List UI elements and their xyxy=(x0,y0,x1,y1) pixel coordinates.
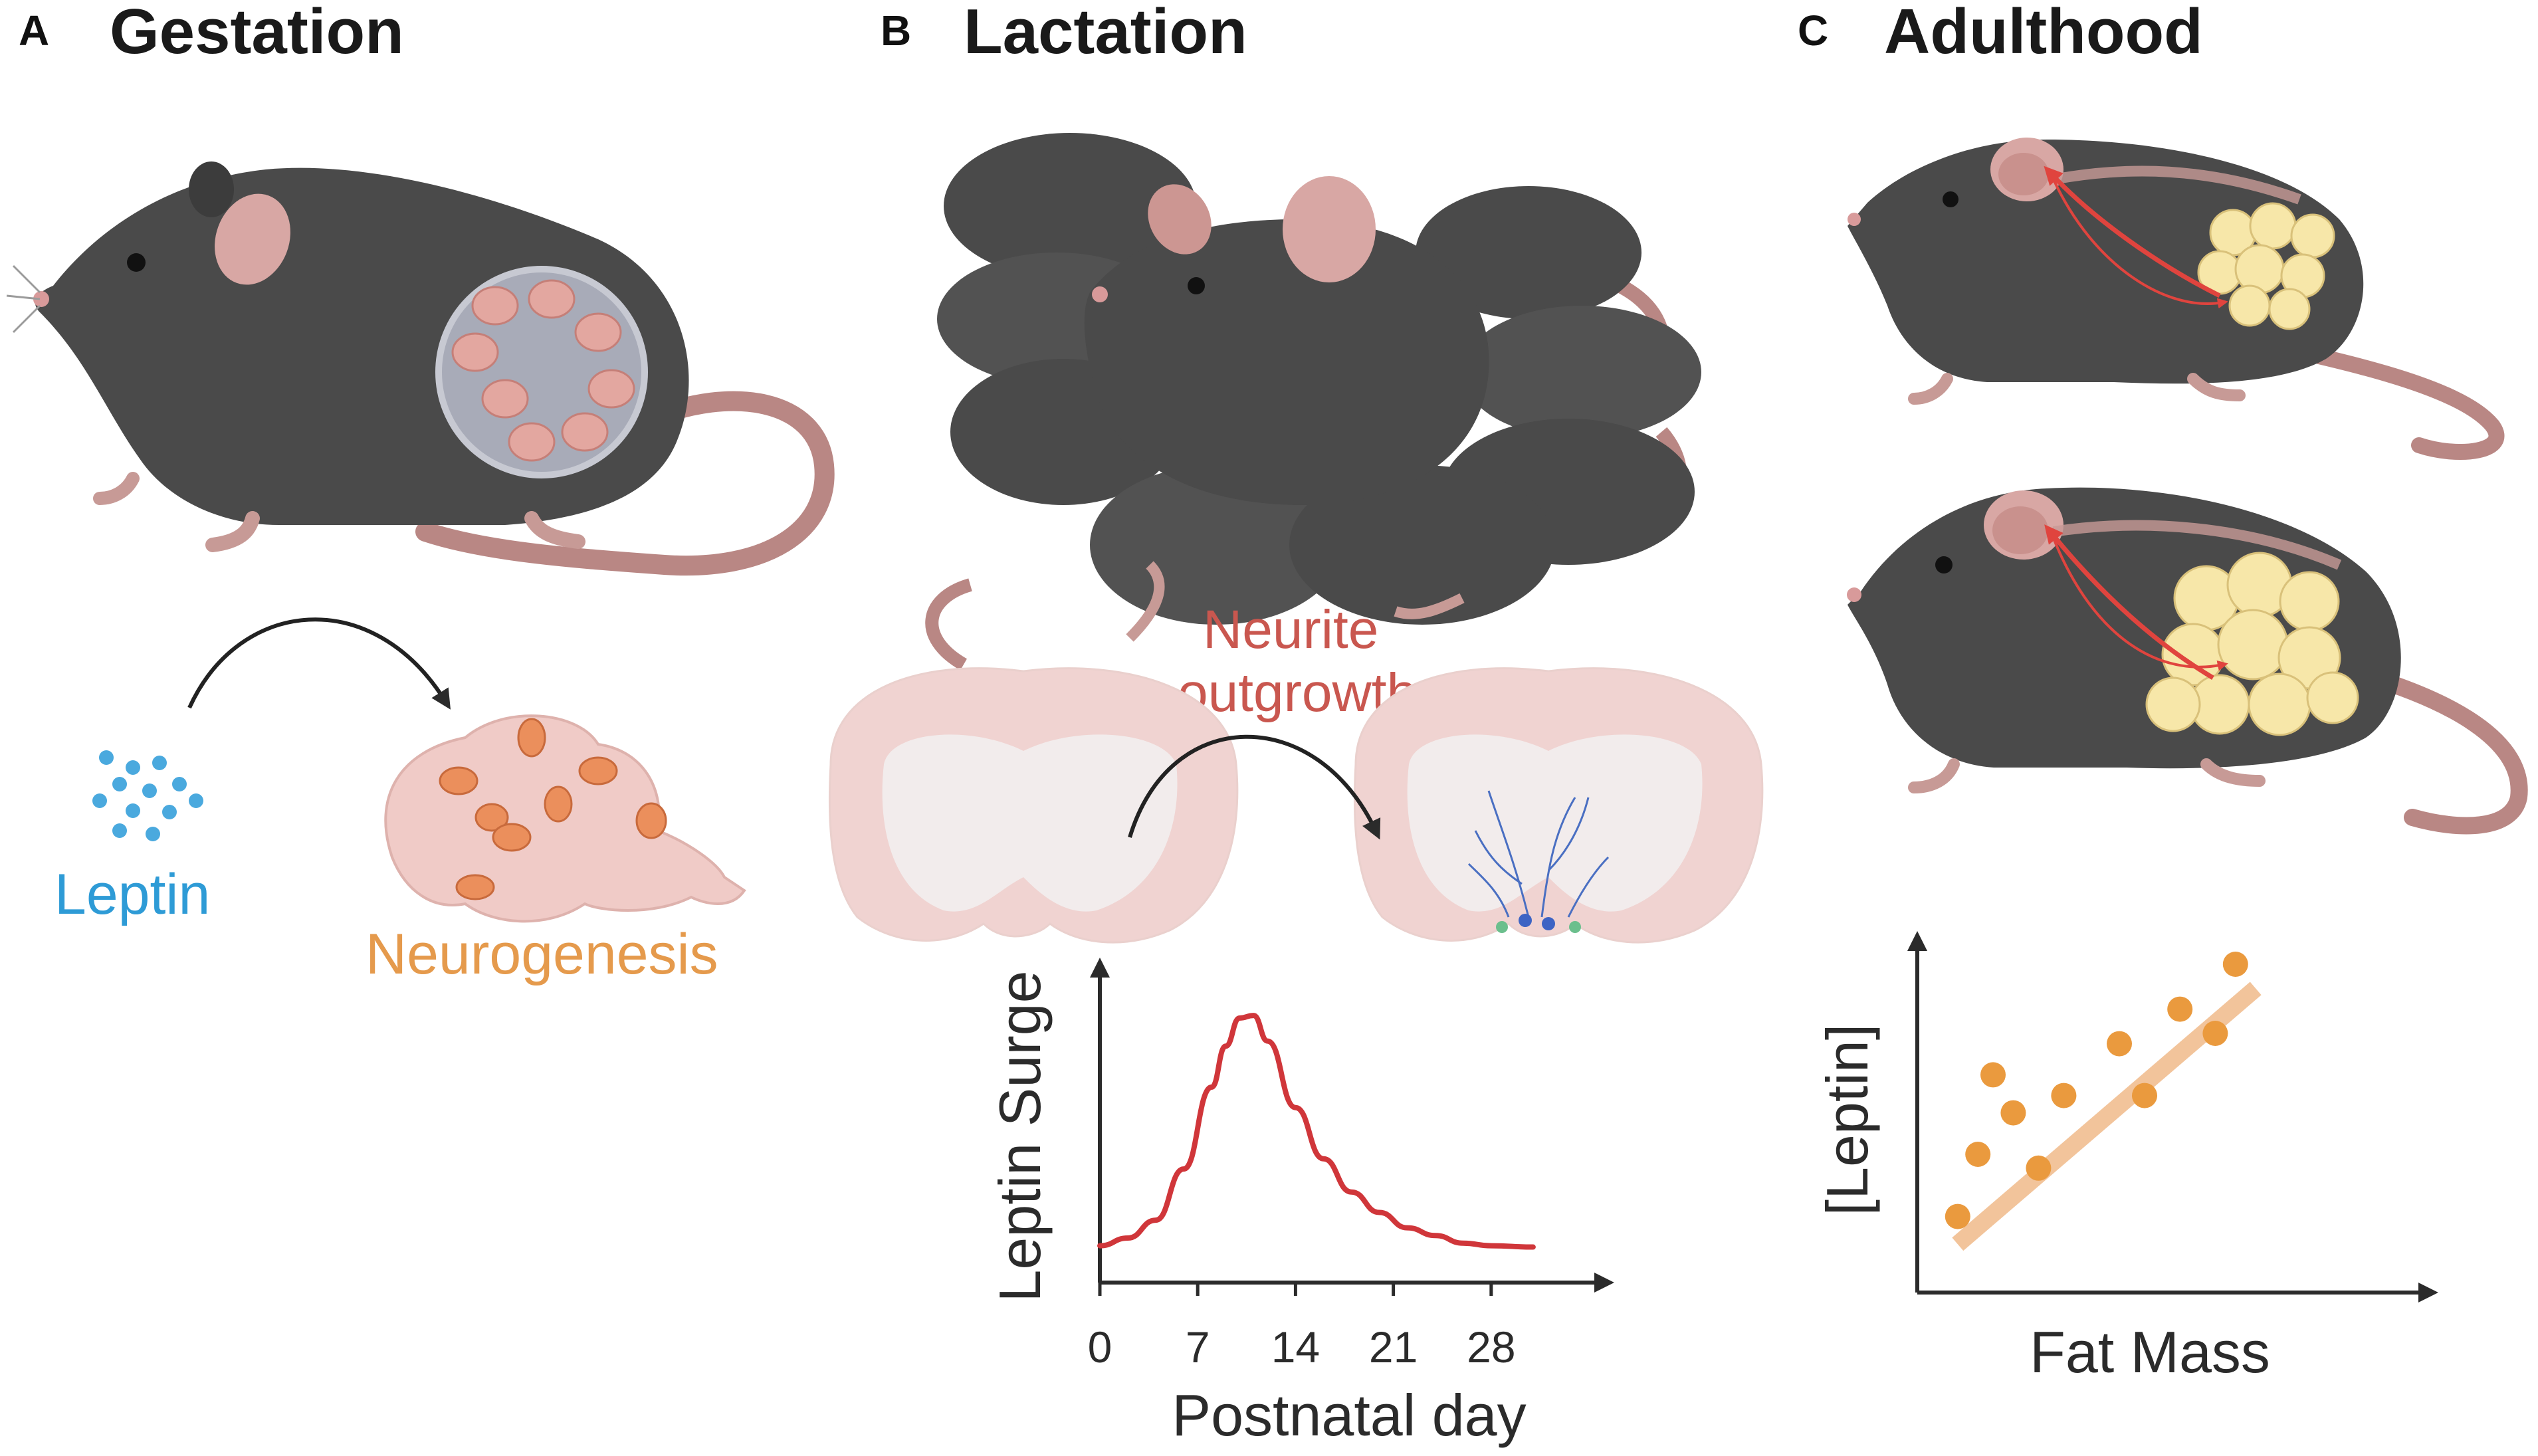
brain-section-icon xyxy=(828,667,1764,944)
x-tick-label: 14 xyxy=(1271,1322,1320,1372)
fat-cells-lean-icon xyxy=(2197,202,2335,330)
panel-title-b: Lactation xyxy=(964,0,1247,67)
brain-icon-top xyxy=(1998,153,2049,195)
leptin-molecules-icon xyxy=(92,750,203,841)
scatter-point xyxy=(2132,1083,2157,1108)
x-tick-label: 28 xyxy=(1467,1322,1515,1372)
pregnant-mouse-icon xyxy=(6,161,835,575)
fat-cells-obese-icon xyxy=(2145,552,2359,736)
neurite-arrow xyxy=(1128,734,1381,840)
panel-title-c: Adulthood xyxy=(1884,0,2203,67)
embryos-icon xyxy=(451,279,635,462)
scatter-point xyxy=(2202,1021,2228,1046)
leptin-to-neurogenesis-arrow xyxy=(187,617,451,710)
leptin-surge-line xyxy=(1097,1013,1536,1250)
panel-header-c: C Adulthood xyxy=(1798,0,2203,67)
y-axis-label: Leptin Surge xyxy=(987,970,1053,1302)
scatter-points xyxy=(1945,952,2248,1229)
neurite-label-line1: Neurite xyxy=(1203,599,1378,660)
leptin-label: Leptin xyxy=(54,863,210,926)
scatter-point xyxy=(2000,1100,2026,1126)
panel-header-b: B Lactation xyxy=(881,0,1247,67)
scatter-point xyxy=(1945,1203,1970,1229)
obese-mouse-icon xyxy=(1847,487,2528,835)
fetal-brain-icon xyxy=(384,714,746,923)
x-tick-label: 21 xyxy=(1369,1322,1418,1372)
scatter-y-axis-label: [Leptin] xyxy=(1814,1024,1880,1216)
x-tick-label: 7 xyxy=(1186,1322,1210,1372)
x-tick-label: 0 xyxy=(1088,1322,1112,1372)
scatter-point xyxy=(2222,952,2248,977)
brain-icon-bottom xyxy=(1992,506,2048,554)
scatter-point xyxy=(2107,1031,2132,1057)
panel-header-a: A Gestation xyxy=(19,0,404,67)
scatter-point xyxy=(2026,1155,2052,1181)
x-axis-label: Postnatal day xyxy=(1172,1382,1526,1448)
panel-letter-c: C xyxy=(1798,7,1828,54)
mouse-litter-icon xyxy=(925,133,1701,671)
panel-letter-a: A xyxy=(19,7,49,54)
scatter-point xyxy=(2167,996,2193,1022)
x-tick-labels: 0 7 14 21 28 xyxy=(1088,1283,1516,1372)
scatter-point xyxy=(2051,1083,2077,1108)
neuron-cells-icon xyxy=(439,718,667,900)
scatter-x-axis-label: Fat Mass xyxy=(2030,1319,2270,1385)
neurogenesis-label: Neurogenesis xyxy=(366,922,718,986)
panel-title-a: Gestation xyxy=(110,0,404,67)
lean-mouse-icon xyxy=(1848,138,2505,460)
neuron-cluster-icon xyxy=(1467,790,1610,933)
panel-letter-b: B xyxy=(881,7,911,54)
scatter-point xyxy=(1965,1142,1991,1167)
scatter-point xyxy=(1980,1062,2006,1088)
leptin-surge-chart: 0 7 14 21 28 Postnatal day Leptin Surge xyxy=(987,958,1614,1448)
leptin-fat-mass-chart: Fat Mass [Leptin] xyxy=(1814,931,2438,1385)
